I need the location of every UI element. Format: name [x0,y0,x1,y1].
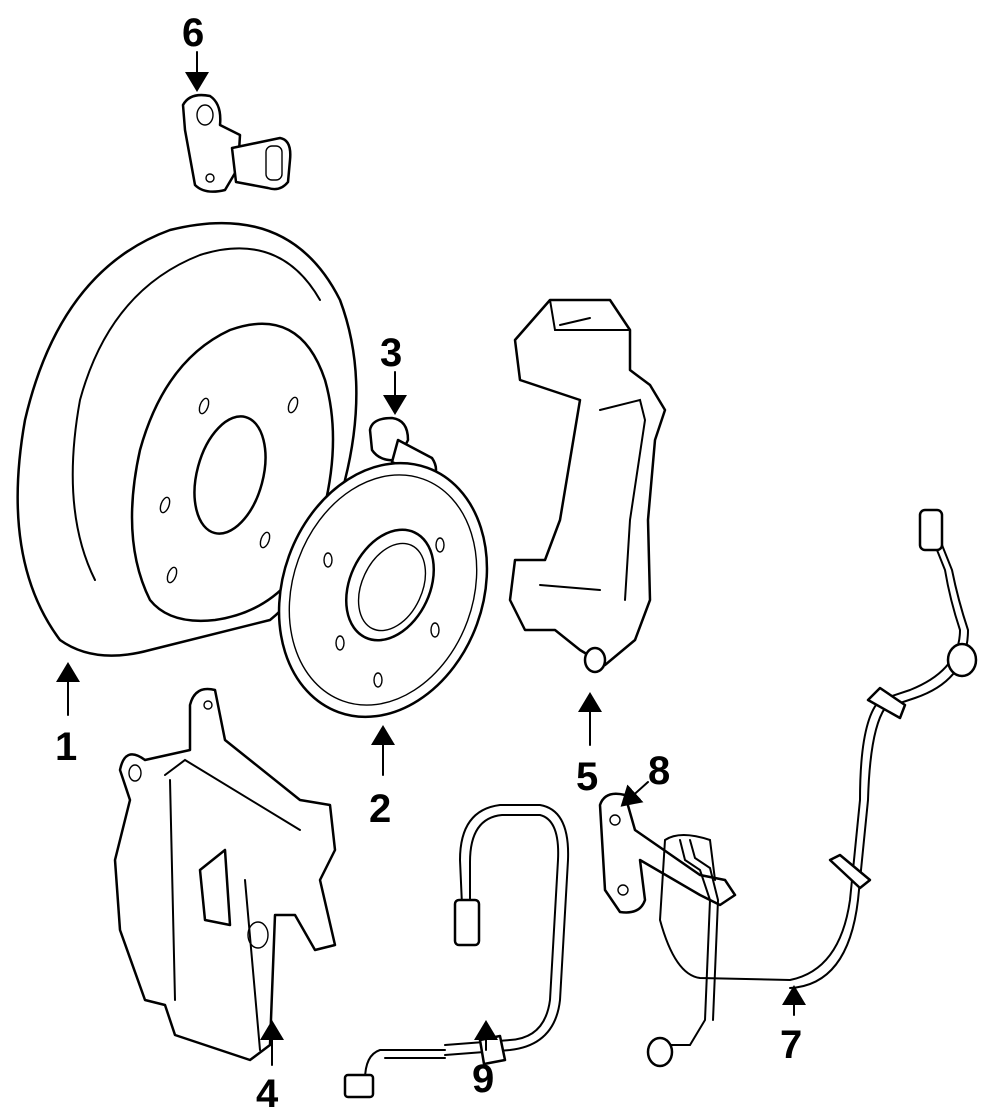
abs-cable-part-7[interactable] [646,508,978,1068]
svg-text:8: 8 [648,749,670,793]
callout-1: 1 [55,662,80,769]
svg-text:5: 5 [576,755,598,799]
svg-text:4: 4 [256,1072,279,1115]
rotor-part-1[interactable] [16,221,358,657]
callout-5: 5 [576,692,602,799]
svg-text:9: 9 [472,1057,494,1101]
callout-4: 4 [256,1020,284,1115]
caliper-part-4[interactable] [113,687,337,1062]
callout-7: 7 [780,985,806,1067]
svg-text:6: 6 [182,11,204,55]
callout-6: 6 [182,11,209,92]
callout-8: 8 [620,749,670,807]
callout-3: 3 [380,331,407,415]
callout-9: 9 [472,1020,498,1101]
svg-text:1: 1 [55,725,77,769]
svg-text:3: 3 [380,331,402,375]
brake-hose-part-9[interactable] [343,804,570,1099]
bracket-part-8[interactable] [598,792,737,914]
hub-part-2[interactable] [245,434,522,747]
svg-text:2: 2 [369,787,391,831]
caliper-bracket-part-5[interactable] [508,298,667,674]
sensor-part-6[interactable] [181,93,292,193]
callout-2: 2 [369,725,395,831]
svg-text:7: 7 [780,1023,802,1067]
